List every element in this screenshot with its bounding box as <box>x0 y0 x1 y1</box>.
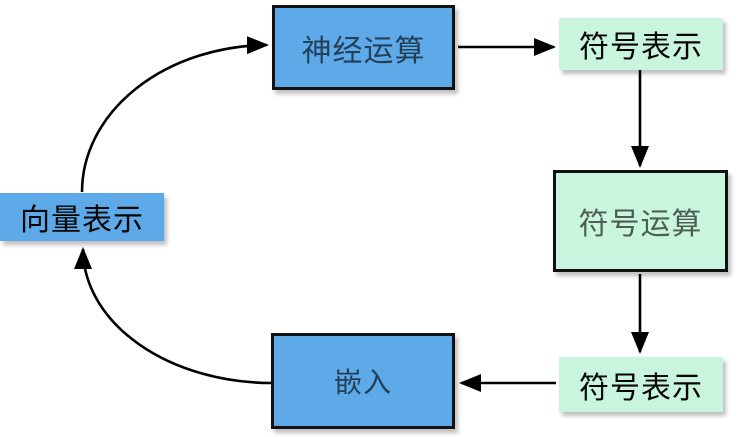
arrow-embedding-to-vector-repr <box>74 247 273 385</box>
node-symbol-representation-bottom: 符号表示 <box>559 357 723 412</box>
node-symbol-representation-top-label: 符号表示 <box>579 31 703 64</box>
node-vector-representation-label: 向量表示 <box>20 204 144 237</box>
node-symbol-computation: 符号运算 <box>553 170 728 272</box>
node-neural-computation: 神经运算 <box>272 5 455 90</box>
node-vector-representation: 向量表示 <box>0 193 164 241</box>
node-symbol-computation-label: 符号运算 <box>578 208 703 241</box>
node-embedding-label: 嵌入 <box>333 367 392 398</box>
node-symbol-representation-bottom-label: 符号表示 <box>579 371 703 405</box>
node-neural-computation-label: 神经运算 <box>301 34 426 68</box>
arrow-vector-repr-to-neural <box>80 36 269 193</box>
node-embedding: 嵌入 <box>271 333 455 429</box>
node-symbol-representation-top: 符号表示 <box>559 18 723 70</box>
